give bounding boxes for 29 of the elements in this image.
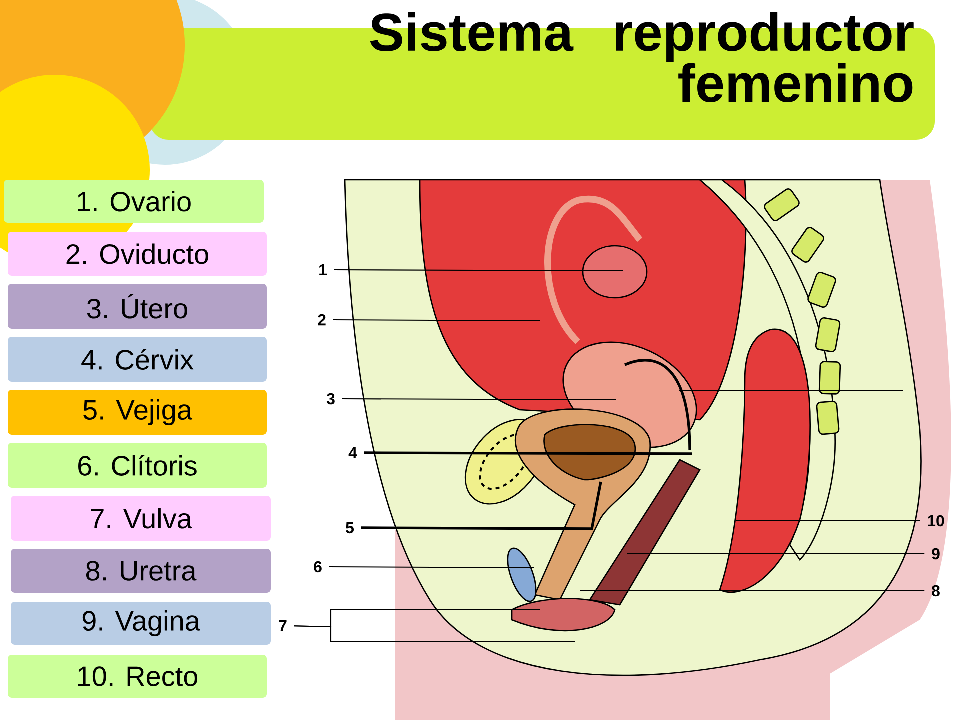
- label-box: 9. Vagina: [11, 602, 271, 645]
- label-box: 6. Clítoris: [8, 443, 267, 488]
- label-box: 1. Ovario: [4, 180, 264, 223]
- leader-line: [333, 319, 540, 322]
- label-box: 4. Cérvix: [8, 337, 267, 382]
- callout-number: 9: [932, 548, 940, 560]
- callout-number: 8: [932, 585, 940, 597]
- label-box: 10. Recto: [8, 655, 267, 698]
- leader-line: [334, 269, 623, 272]
- callout-number: 7: [279, 620, 287, 632]
- callout-number: 3: [326, 393, 335, 405]
- leader-line: [627, 553, 925, 555]
- callout-number: 1: [320, 264, 327, 276]
- label-box: 5. Vejiga: [8, 390, 267, 435]
- callout-number: 2: [318, 314, 326, 326]
- label-box: 7. Vulva: [11, 496, 271, 541]
- label-box: 3. Útero: [8, 284, 267, 329]
- callout-number: 10: [928, 515, 944, 527]
- callout-number: 5: [346, 522, 354, 534]
- callout-number: 6: [314, 561, 322, 573]
- label-box: 8. Uretra: [11, 549, 271, 593]
- callout-number: 4: [348, 448, 358, 458]
- leader-line: [294, 626, 575, 643]
- leader-line: [361, 482, 602, 530]
- label-box: 2. Oviducto: [8, 232, 267, 276]
- leader-line: [342, 398, 616, 401]
- leader-line: [580, 590, 925, 592]
- leader-line: [736, 520, 920, 522]
- leader-line: [329, 566, 534, 569]
